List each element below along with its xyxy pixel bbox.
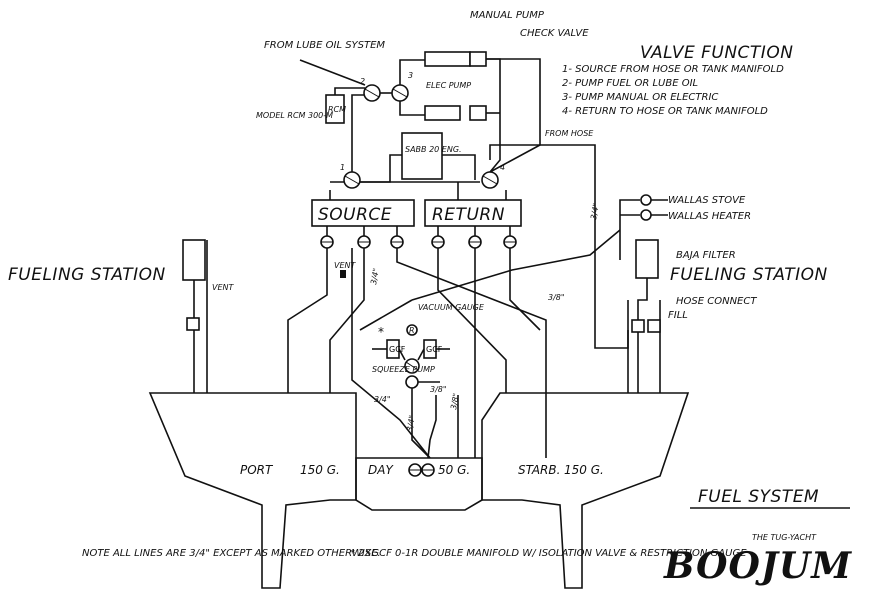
- asterisk-marker: *: [378, 325, 384, 339]
- fueling-station-right-label: FUELING STATION: [670, 265, 828, 285]
- svg-text:RCM: RCM: [328, 105, 346, 114]
- from-hose-label: FROM HOSE: [545, 129, 594, 138]
- note-text: NOTE ALL LINES ARE 3/4" EXCEPT AS MARKED…: [82, 548, 381, 559]
- valve-header-lines: [329, 154, 507, 200]
- from-lube-oil-label: FROM LUBE OIL SYSTEM: [264, 40, 385, 51]
- wallas-heater-label: WALLAS HEATER: [668, 211, 751, 222]
- elec-pump-label: ELEC PUMP: [426, 81, 471, 90]
- manifold-valves: [320, 235, 517, 249]
- manifold-stubs: [326, 226, 511, 236]
- port-tank-label: PORT: [240, 463, 274, 477]
- valve-function-heading: VALVE FUNCTION: [640, 43, 793, 63]
- wallas-lines: [619, 194, 668, 260]
- left-station-plumbing: [193, 240, 208, 393]
- gcf-left-label: GCF: [389, 345, 406, 354]
- starb-tank-label: STARB.: [518, 463, 560, 477]
- engine-label: SABB 20 ENG.: [405, 145, 462, 154]
- vacuum-gauge-label: VACUUM GAUGE: [418, 303, 485, 312]
- starb-tank-capacity: 150 G.: [564, 463, 604, 477]
- fueling-station-left-label: FUELING STATION: [8, 265, 166, 285]
- baja-filter-label: BAJA FILTER: [676, 250, 736, 261]
- vent-mid-marker: [340, 270, 346, 278]
- source-label: SOURCE: [318, 205, 392, 225]
- squeeze-pump-label: SQUEEZE PUMP: [372, 365, 435, 374]
- svg-text:3: 3: [408, 71, 413, 80]
- day-tank-label: DAY: [368, 463, 394, 477]
- fuel-lines: [287, 229, 621, 459]
- hose-connect-label: HOSE CONNECT: [676, 296, 757, 307]
- squeeze-pump-cluster: R: [372, 324, 450, 459]
- day-tank-valves: [408, 463, 435, 477]
- size-label: 3/4": [405, 414, 417, 432]
- footnote-text: * 2XGCF 0-1R DOUBLE MANIFOLD W/ ISOLATIO…: [350, 548, 747, 559]
- size-label: 3/4": [369, 267, 381, 285]
- vent-mid-label: VENT: [334, 261, 357, 270]
- tug-yacht-label: THE TUG-YACHT: [752, 533, 817, 542]
- port-tank-outline: [148, 392, 357, 589]
- svg-text:R: R: [409, 326, 415, 335]
- pump-cluster: RCM 2 3: [299, 51, 541, 173]
- left-filter: [182, 239, 206, 281]
- valve-1: 1: [340, 163, 361, 189]
- fuel-system-title: FUEL SYSTEM: [698, 487, 819, 507]
- sabb-engine: [401, 132, 443, 180]
- baja-filter: [635, 239, 659, 279]
- fill-label: FILL: [668, 310, 688, 321]
- return-label: RETURN: [432, 205, 505, 225]
- day-tank-capacity: 50 G.: [438, 463, 470, 477]
- check-valve-label: CHECK VALVE: [520, 28, 589, 39]
- size-label: 3/8": [449, 392, 461, 410]
- port-tank-capacity: 150 G.: [300, 463, 340, 477]
- vent-left-label: VENT: [212, 283, 235, 292]
- valve-function-item-2: 2- PUMP FUEL OR LUBE OIL: [562, 78, 698, 89]
- manual-pump-label: MANUAL PUMP: [470, 10, 545, 21]
- svg-text:4: 4: [500, 163, 505, 172]
- size-label: 3/4": [589, 202, 601, 220]
- valve-function-item-3: 3- PUMP MANUAL OR ELECTRIC: [562, 92, 718, 103]
- model-label: MODEL RCM 300-M: [256, 111, 333, 120]
- left-fill-fitting: [186, 317, 200, 331]
- hose-connect-fitting: [631, 319, 645, 333]
- svg-text:1: 1: [340, 163, 345, 172]
- valve-function-item-4: 4- RETURN TO HOSE OR TANK MANIFOLD: [562, 106, 768, 117]
- svg-text:2: 2: [360, 77, 365, 86]
- day-tank-outline: [355, 457, 483, 511]
- boat-name-logo: BOOJUM: [663, 545, 852, 587]
- size-label: 3/4": [374, 395, 391, 404]
- valve-function-item-1: 1- SOURCE FROM HOSE OR TANK MANIFOLD: [562, 64, 784, 75]
- gcf-right-label: GCF: [426, 345, 443, 354]
- source-manifold: [311, 199, 415, 227]
- wallas-stove-label: WALLAS STOVE: [668, 195, 746, 206]
- size-label: 3/8": [548, 293, 565, 302]
- right-station-plumbing: [627, 278, 661, 393]
- fill-fitting: [647, 319, 661, 333]
- return-manifold: [424, 199, 522, 227]
- size-label: 3/8": [430, 385, 447, 394]
